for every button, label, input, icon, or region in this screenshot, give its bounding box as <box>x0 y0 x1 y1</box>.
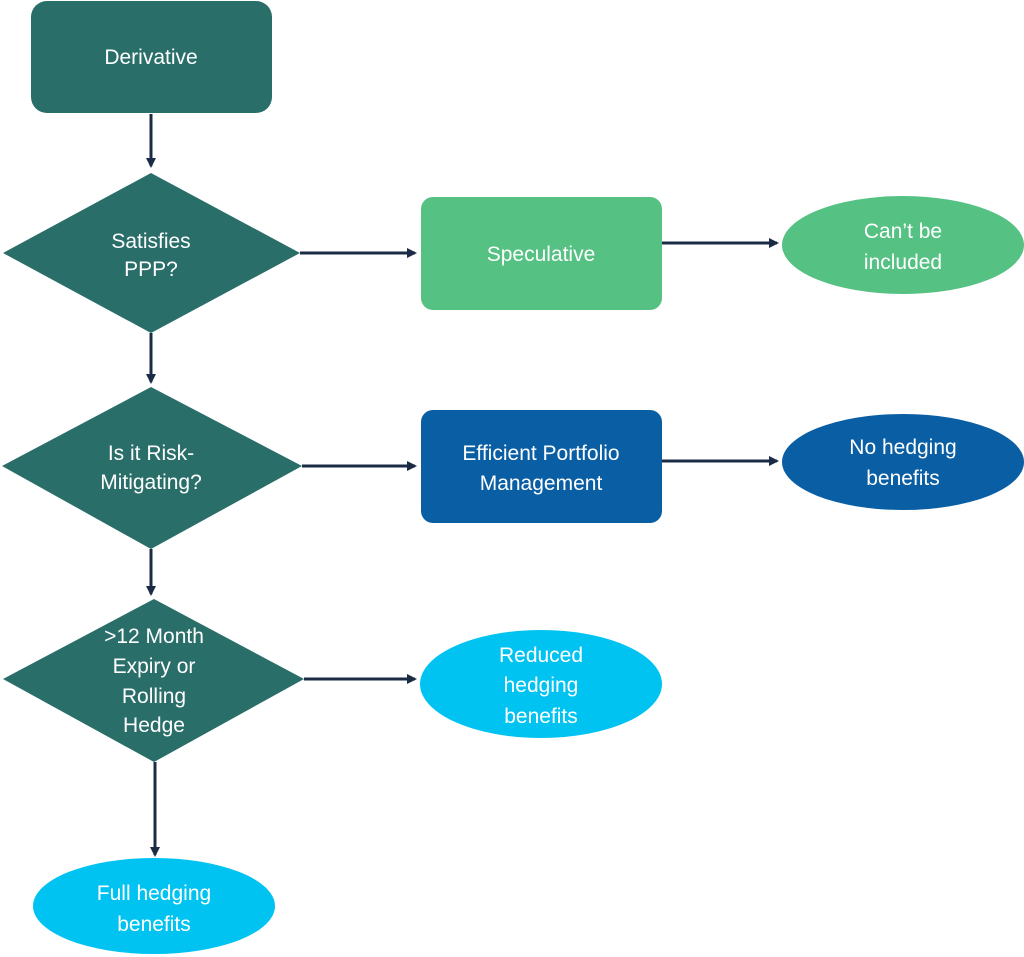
node-derivative: Derivative <box>31 1 272 113</box>
terminal-full-hedging-line1: Full hedging <box>97 882 211 905</box>
decision-satisfies-ppp: Satisfies PPP? <box>3 173 300 333</box>
terminal-reduced-hedging-line1: Reduced <box>499 644 583 667</box>
terminal-reduced-hedging-line3: benefits <box>504 705 578 728</box>
terminal-no-hedging: No hedging benefits <box>782 414 1024 510</box>
decision-expiry-rolling-line2: Expiry or <box>113 655 196 678</box>
terminal-cant-be-included-line1: Can’t be <box>864 220 942 243</box>
decision-satisfies-ppp-line2: PPP? <box>124 258 178 281</box>
node-derivative-label: Derivative <box>104 46 197 69</box>
node-speculative: Speculative <box>421 197 662 310</box>
decision-expiry-rolling-line1: >12 Month <box>104 625 204 648</box>
node-efficient-portfolio-line1: Efficient Portfolio <box>462 442 619 465</box>
decision-risk-mitigating-line2: Mitigating? <box>100 471 202 494</box>
decision-risk-mitigating-line1: Is it Risk- <box>108 442 194 465</box>
decision-satisfies-ppp-line1: Satisfies <box>111 230 190 253</box>
terminal-no-hedging-line2: benefits <box>866 467 940 490</box>
terminal-reduced-hedging: Reduced hedging benefits <box>420 630 662 738</box>
terminal-full-hedging-line2: benefits <box>117 913 191 936</box>
terminal-cant-be-included-line2: included <box>864 251 942 274</box>
terminal-reduced-hedging-line2: hedging <box>504 674 579 697</box>
terminal-no-hedging-line1: No hedging <box>849 436 956 459</box>
node-efficient-portfolio-line2: Management <box>480 472 603 495</box>
node-efficient-portfolio: Efficient Portfolio Management <box>421 410 662 523</box>
decision-risk-mitigating: Is it Risk- Mitigating? <box>2 387 302 549</box>
node-speculative-label: Speculative <box>487 243 596 266</box>
terminal-cant-be-included: Can’t be included <box>782 196 1024 294</box>
decision-expiry-rolling-line3: Rolling <box>122 685 186 708</box>
decision-expiry-rolling: >12 Month Expiry or Rolling Hedge <box>3 599 304 762</box>
decision-expiry-rolling-line4: Hedge <box>123 714 185 737</box>
terminal-full-hedging: Full hedging benefits <box>33 858 275 954</box>
